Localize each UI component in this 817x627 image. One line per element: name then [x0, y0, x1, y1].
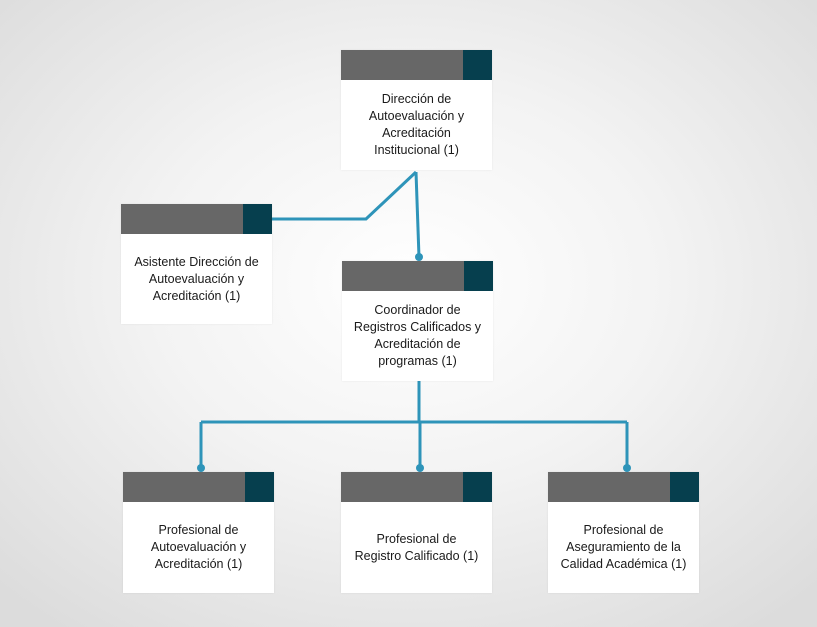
node-director: Dirección de Autoevaluación y Acreditaci… [341, 50, 492, 170]
node-body: Asistente Dirección de Autoevaluación y … [121, 234, 272, 324]
node-header-accent [463, 472, 492, 502]
node-title: Asistente Dirección de Autoevaluación y … [134, 254, 259, 303]
node-title: Dirección de Autoevaluación y Acreditaci… [368, 92, 465, 157]
node-professional-2: Profesional de Registro Calificado (1) [341, 472, 492, 593]
node-header-accent [464, 261, 493, 291]
node-body: Coordinador de Registros Calificados y A… [342, 291, 493, 381]
node-header-accent [245, 472, 274, 502]
node-body: Profesional de Aseguramiento de la Calid… [548, 502, 699, 593]
connector-dot-prof-2 [416, 464, 424, 472]
node-title: Profesional de Autoevaluación y Acredita… [150, 523, 247, 571]
node-title: Profesional de Registro Calificado (1) [354, 531, 479, 563]
node-body: Profesional de Registro Calificado (1) [341, 502, 492, 593]
node-header-accent [243, 204, 272, 234]
node-title: Coordinador de Registros Calificados y A… [353, 303, 482, 368]
connector-dot-coordinator [415, 253, 423, 261]
node-title: Profesional de Aseguramiento de la Calid… [560, 523, 687, 571]
node-assistant: Asistente Dirección de Autoevaluación y … [121, 204, 272, 324]
node-coordinator: Coordinador de Registros Calificados y A… [342, 261, 493, 381]
connector-group [199, 170, 629, 468]
connector-dot-prof-1 [197, 464, 205, 472]
connector-director-assistant [272, 170, 418, 221]
connector-director-coordinator [414, 171, 421, 258]
node-header-accent [670, 472, 699, 502]
node-header-accent [463, 50, 492, 80]
node-body: Dirección de Autoevaluación y Acreditaci… [341, 80, 492, 170]
node-professional-3: Profesional de Aseguramiento de la Calid… [548, 472, 699, 593]
connector-dot-prof-3 [623, 464, 631, 472]
node-professional-1: Profesional de Autoevaluación y Acredita… [123, 472, 274, 593]
connector-dots [197, 253, 631, 472]
node-body: Profesional de Autoevaluación y Acredita… [123, 502, 274, 593]
